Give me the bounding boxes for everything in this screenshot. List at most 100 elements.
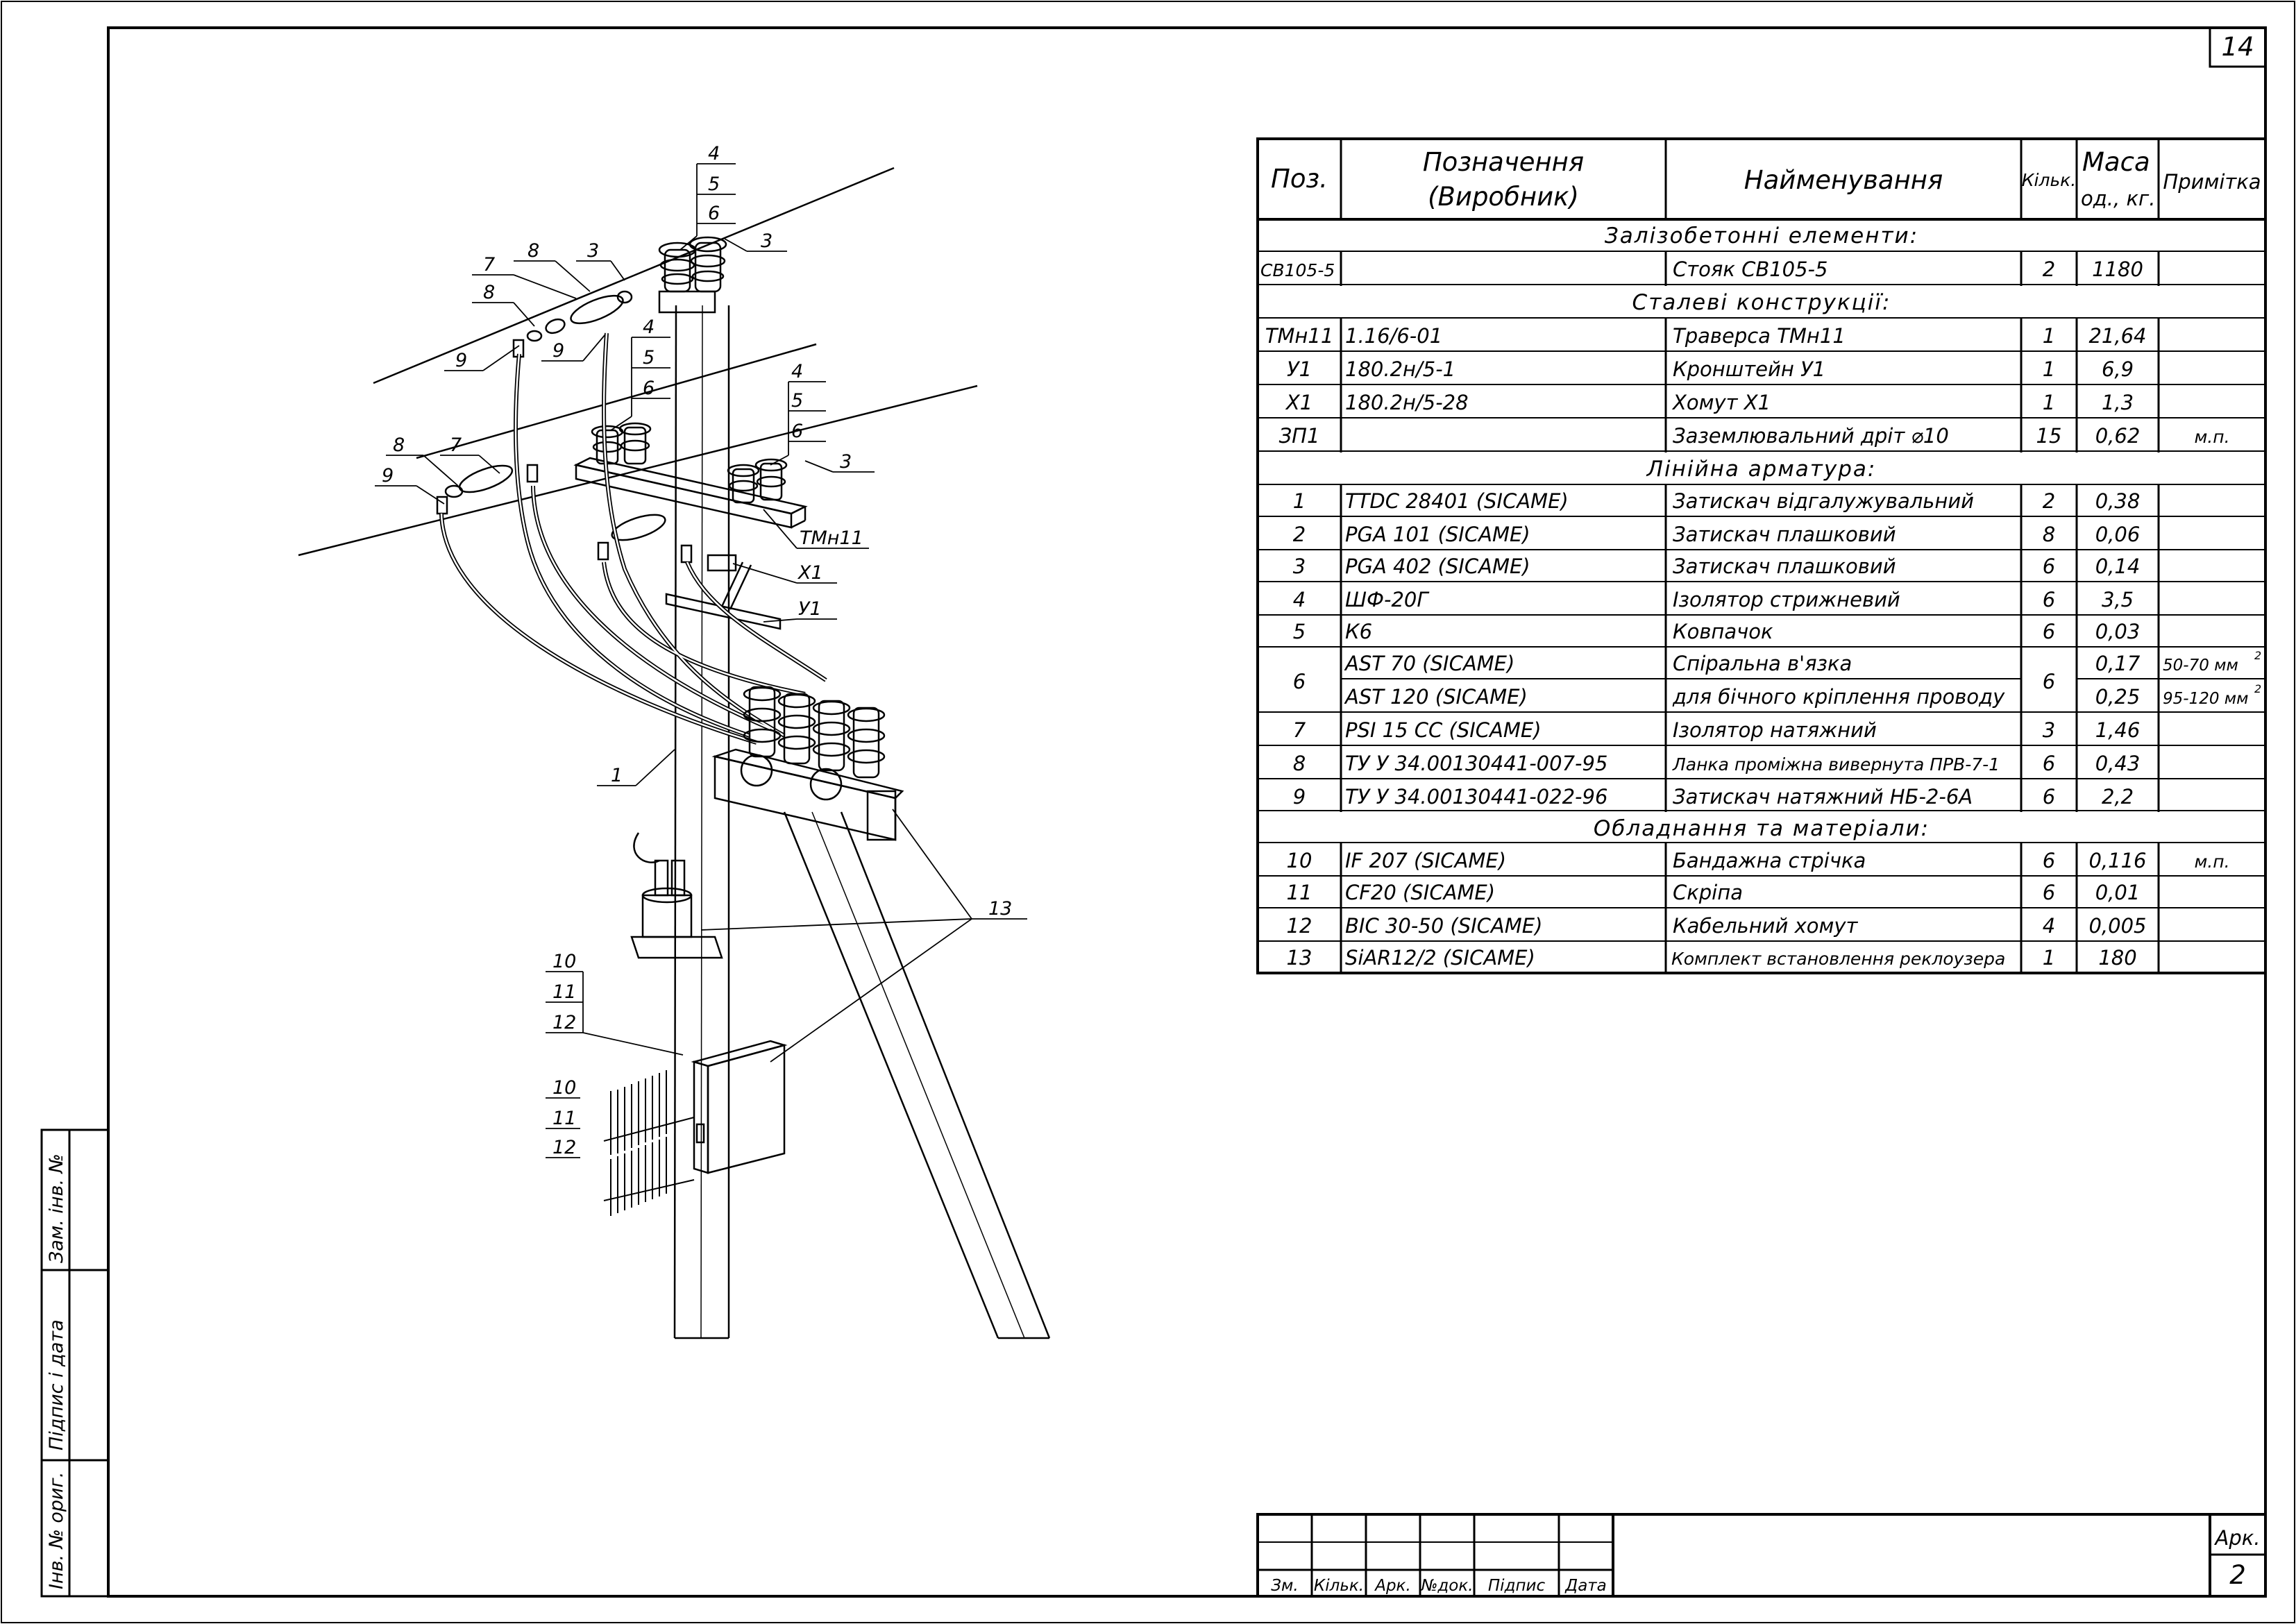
conductor-top — [373, 167, 895, 384]
cell-mass: 0,17 — [2095, 652, 2141, 675]
strain-insulators-lower — [597, 514, 693, 564]
table-row: 9 ТУ У 34.00130441-022-96 Затискач натяж… — [1293, 785, 2134, 809]
callout-5: 5 — [791, 390, 803, 412]
top-insulators — [658, 236, 727, 293]
callout-8: 8 — [527, 240, 539, 262]
callouts — [375, 163, 1027, 1158]
cell-name: для бічного кріплення проводу — [1672, 685, 2005, 709]
table-row: Х1 180.2н/5-28 Хомут Х1 1 1,3 — [1285, 391, 2134, 414]
callout-12: 12 — [552, 1012, 576, 1033]
cell-note: м.п. — [2194, 427, 2229, 447]
cell-mass: 3,5 — [2102, 588, 2134, 611]
inv-orig-label: Інв. № ориг. — [46, 1472, 67, 1589]
cell-qty: 6 — [2043, 752, 2055, 775]
callout-7: 7 — [483, 254, 495, 276]
header-pos: Поз. — [1271, 164, 1328, 194]
callout-8: 8 — [483, 282, 495, 303]
tb-pidpys: Підпис — [1488, 1577, 1546, 1595]
header-designation-2: (Виробник) — [1428, 182, 1579, 212]
callout-x1: Х1 — [797, 562, 823, 584]
cell-name: Ланка проміжна вивернута ПРВ-7-1 — [1672, 754, 2000, 775]
cell-designation: SiAR12/2 (SICAME) — [1345, 946, 1535, 970]
cell-pos: 3 — [1293, 555, 1306, 578]
cell-mass: 0,25 — [2095, 685, 2141, 709]
cell-mass: 1,3 — [2102, 391, 2134, 414]
cell-pos: СВ105-5 — [1260, 260, 1335, 280]
table-row: 7 PSI 15 CC (SICAME) Ізолятор натяжний 3… — [1293, 718, 2141, 742]
callout-13: 13 — [988, 898, 1012, 920]
callout-5: 5 — [643, 347, 655, 369]
table-row: 1 TTDC 28401 (SICAME) Затискач відгалужу… — [1293, 489, 2141, 513]
antenna — [603, 1070, 695, 1216]
title-block: Зм. Кільк. Арк. №док. Підпис Дата Арк. 2 — [1256, 1513, 2267, 1598]
callout-4: 4 — [643, 316, 655, 338]
cell-designation: CF20 (SICAME) — [1345, 881, 1495, 904]
cell-name: Ковпачок — [1673, 620, 1773, 643]
cell-qty: 6 — [2043, 555, 2055, 578]
cell-pos: 8 — [1293, 752, 1306, 775]
cell-pos: ТМн11 — [1265, 324, 1334, 348]
cell-name: Скріпа — [1673, 881, 1743, 904]
cell-pos: ЗП1 — [1279, 424, 1320, 448]
cell-qty: 3 — [2043, 718, 2055, 742]
cell-mass: 0,62 — [2095, 424, 2141, 448]
table-row: У1 180.2н/5-1 Кронштейн У1 1 6,9 — [1287, 357, 2134, 381]
voltage-transformer — [630, 832, 723, 959]
side-stamp: Інв. № ориг. Підпис і дата Зам. інв. № — [40, 1128, 110, 1598]
cell-name: Комплект встановлення реклоузера — [1671, 949, 2005, 969]
tb-data: Дата — [1564, 1577, 1607, 1595]
cell-pos: 10 — [1287, 849, 1312, 872]
cell-name: Заземлювальний дріт ⌀10 — [1673, 424, 1949, 448]
cell-qty: 2 — [2043, 489, 2055, 513]
cell-designation: TTDC 28401 (SICAME) — [1345, 489, 1569, 513]
cell-designation: PGA 101 (SICAME) — [1345, 523, 1530, 546]
cell-mass: 0,43 — [2095, 752, 2141, 775]
zam-inv-label: Зам. інв. № — [46, 1153, 67, 1263]
cell-qty: 6 — [2043, 881, 2055, 904]
callout-3: 3 — [587, 240, 599, 262]
cell-pos: 7 — [1293, 718, 1306, 742]
tb-kilk: Кільк. — [1314, 1577, 1364, 1595]
cell-qty: 6 — [2043, 785, 2055, 809]
callout-6: 6 — [708, 203, 720, 224]
cell-designation: IF 207 (SICAME) — [1345, 849, 1506, 872]
cell-name: Затискач плашковий — [1673, 523, 1896, 546]
strain-insulators-middle — [436, 464, 539, 515]
strain-insulators-top — [512, 290, 633, 358]
table-row: 3 PGA 402 (SICAME) Затискач плашковий 6 … — [1293, 555, 2141, 578]
cell-pos: 4 — [1293, 588, 1306, 611]
bracket-u1 — [665, 561, 782, 630]
cell-qty: 6 — [2043, 849, 2055, 872]
section-row-fills — [1259, 221, 2264, 842]
cell-pos: 2 — [1293, 523, 1306, 546]
callout-u1: У1 — [798, 598, 822, 620]
cell-pos: 12 — [1287, 914, 1312, 938]
cell-designation: AST 120 (SICAME) — [1344, 685, 1528, 709]
clamp-x1 — [707, 554, 737, 572]
callout-10: 10 — [552, 951, 576, 972]
cell-pos: У1 — [1287, 357, 1312, 381]
cell-designation: 1.16/6-01 — [1345, 324, 1442, 348]
header-mass-2: од., кг. — [2081, 187, 2155, 210]
header-mass-1: Маса — [2082, 147, 2150, 177]
section-equipment: Обладнання та матеріали: — [1594, 816, 1930, 841]
cell-name: Бандажна стрічка — [1673, 849, 1866, 872]
callout-12: 12 — [552, 1137, 576, 1158]
cell-note-sup: 2 — [2254, 682, 2261, 695]
cell-designation: ТУ У 34.00130441-007-95 — [1345, 752, 1607, 775]
callout-10: 10 — [552, 1077, 576, 1099]
table-row: 5 К6 Ковпачок 6 0,03 — [1293, 620, 2141, 643]
table-row: 2 PGA 101 (SICAME) Затискач плашковий 8 … — [1293, 523, 2141, 546]
cell-qty: 6 — [2043, 620, 2055, 643]
cell-qty: 15 — [2036, 424, 2062, 448]
callout-labels: 4 5 6 3 3 8 7 8 9 9 4 5 6 4 5 6 3 8 7 9 … — [382, 143, 1012, 1158]
section-concrete: Залізобетонні елементи: — [1605, 223, 1918, 248]
section-steel: Сталеві конструкції: — [1632, 290, 1891, 315]
cell-note: 95-120 мм — [2163, 690, 2248, 708]
callout-7: 7 — [450, 434, 462, 456]
table-row: 10 IF 207 (SICAME) Бандажна стрічка 6 0,… — [1287, 849, 2230, 872]
callout-5: 5 — [708, 174, 720, 195]
cell-mass: 0,005 — [2088, 914, 2146, 938]
cell-mass: 2,2 — [2102, 785, 2134, 809]
